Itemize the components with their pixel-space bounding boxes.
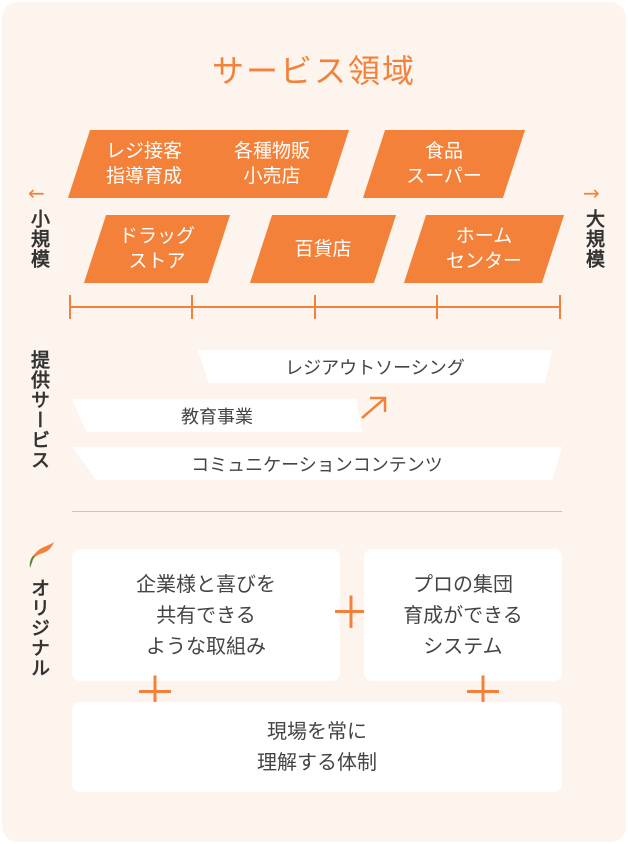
arrow-left-icon: ← <box>28 181 45 205</box>
tag-retail-stores: 各種物販 小売店 <box>206 130 338 198</box>
section-divider <box>72 511 562 512</box>
tag-register-training: レジ接客 指導育成 <box>79 130 209 198</box>
services-label: 提供サービス <box>28 350 50 470</box>
service-education: 教育事業 <box>72 399 362 432</box>
large-scale-label: 大規模 <box>583 209 605 269</box>
leaf-icon <box>29 542 54 568</box>
service-communication: コミュニケーションコンテンツ <box>72 447 562 480</box>
growth-arrow-icon <box>361 396 387 419</box>
original-box-partnership: 企業様と喜びを 共有できる ような取組み <box>72 549 340 681</box>
small-scale-label: 小規模 <box>28 209 50 269</box>
original-box-field-understanding: 現場を常に 理解する体制 <box>72 702 562 792</box>
original-label: オリジナル <box>28 578 50 678</box>
tag-drugstore: ドラッグ ストア <box>95 215 219 283</box>
tag-department-store: 百貨店 <box>261 215 385 283</box>
tag-food-supermarket: 食品 スーパー <box>374 130 514 198</box>
arrow-right-icon: → <box>583 181 600 205</box>
service-outsourcing: レジアウトソーシング <box>198 350 552 383</box>
original-box-training-system: プロの集団 育成ができる システム <box>364 549 562 681</box>
tag-home-center: ホーム センター <box>415 215 553 283</box>
page-title: サービス領域 <box>211 52 416 90</box>
scale-ruler <box>69 295 561 319</box>
